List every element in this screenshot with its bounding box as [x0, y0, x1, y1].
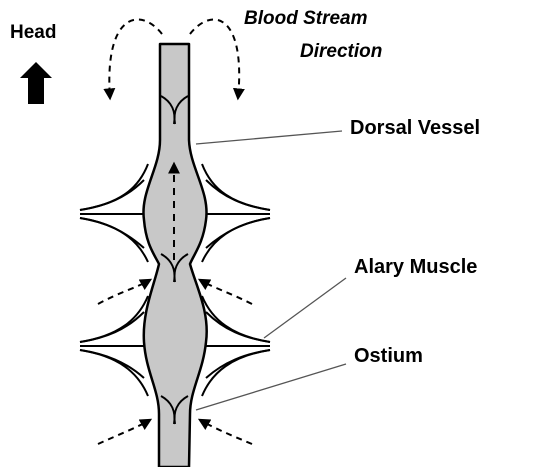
alary-muscle-label: Alary Muscle — [354, 256, 477, 278]
up-arrow-icon — [20, 62, 52, 104]
ostium-label: Ostium — [354, 345, 423, 367]
inflow-arrow-mid-right — [200, 280, 252, 304]
inflow-arrow-mid-left — [98, 280, 150, 304]
leader-dorsal-vessel — [196, 131, 342, 144]
outflow-arrow-right — [190, 19, 239, 98]
head-label: Head — [10, 22, 56, 43]
dorsal-vessel-tube — [143, 44, 206, 467]
inflow-arrow-bottom-right — [200, 420, 252, 444]
outflow-arrow-left — [109, 19, 162, 98]
direction-label-line2: Direction — [300, 41, 382, 62]
inflow-arrow-bottom-left — [98, 420, 150, 444]
leader-alary-muscle — [264, 278, 346, 338]
dorsal-vessel-label: Dorsal Vessel — [350, 117, 480, 139]
direction-label-line1: Blood Stream — [244, 8, 368, 29]
